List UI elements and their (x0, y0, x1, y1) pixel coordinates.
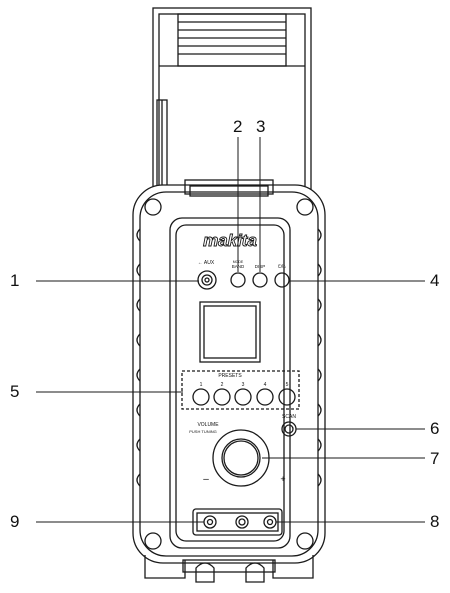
callout-4: 4 (430, 271, 440, 290)
scan-label: SCAN (282, 414, 296, 420)
front-panel (169, 217, 291, 549)
aux-input-jack[interactable] (197, 270, 217, 290)
callout-6: 6 (430, 419, 440, 438)
bumper-notch (136, 263, 141, 277)
bumper-notch (317, 298, 322, 312)
bottom-feet (144, 555, 314, 583)
callout-5: 5 (10, 382, 20, 401)
callout-8: 8 (430, 512, 440, 531)
aux-label: ← AUX (198, 260, 215, 266)
volume-plus: + (280, 474, 285, 484)
bumper-notch (136, 473, 141, 487)
power-button[interactable] (274, 272, 290, 288)
bumper-notch (136, 298, 141, 312)
preset-button-4[interactable] (256, 388, 274, 406)
preset-number-3: 3 (242, 382, 245, 388)
preset-button-2[interactable] (213, 388, 231, 406)
band-button[interactable] (230, 272, 246, 288)
leader-lines (36, 137, 425, 523)
bumper-notch (317, 228, 322, 242)
bumper-notch (136, 403, 141, 417)
presets-label: PRESETS (218, 373, 242, 379)
preset-group: PRESETS 1 2 3 4 5 (181, 370, 300, 410)
callout-2: 2 (233, 117, 243, 136)
bumper-notch (317, 263, 322, 277)
bumper-notch (317, 473, 322, 487)
preset-number-5: 5 (286, 382, 289, 388)
callout-9: 9 (10, 512, 20, 531)
preset-button-1[interactable] (192, 388, 210, 406)
lcd-display (199, 301, 261, 363)
bumper-notch (136, 368, 141, 382)
display-button[interactable] (252, 272, 268, 288)
bumper-notch (317, 403, 322, 417)
bumper-notch (317, 438, 322, 452)
callout-1: 1 (10, 271, 20, 290)
carry-handle (152, 7, 312, 209)
power-label: ⏻/⌂ (278, 264, 286, 270)
callout-7: 7 (430, 449, 440, 468)
volume-label: VOLUME (197, 422, 219, 428)
preset-number-1: 1 (200, 382, 203, 388)
preset-button-5[interactable] (278, 388, 296, 406)
brand-logo: makita (203, 231, 257, 250)
callout-3: 3 (256, 117, 266, 136)
preset-button-3[interactable] (234, 388, 252, 406)
volume-minus: – (203, 474, 209, 485)
preset-number-2: 2 (221, 382, 224, 388)
bumper-notch (136, 438, 141, 452)
bumper-notch (136, 333, 141, 347)
output-jack[interactable] (235, 515, 249, 529)
preset-number-4: 4 (264, 382, 267, 388)
bumper-notch (317, 333, 322, 347)
volume-sublabel: PUSH TUNING (189, 429, 216, 434)
bumper-notch (136, 228, 141, 242)
bumper-notch (317, 368, 322, 382)
